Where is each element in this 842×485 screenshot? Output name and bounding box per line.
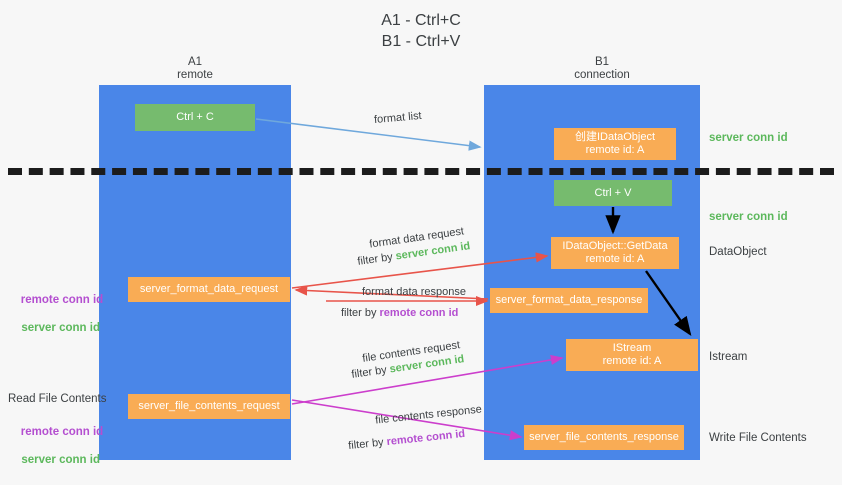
- edge-label-file-contents-response: file contents response: [374, 403, 483, 427]
- edge-label-format-data-response: format data response: [362, 286, 466, 298]
- filter-prefix: filter by: [350, 363, 391, 381]
- label-write-file-contents: Write File Contents: [709, 432, 807, 444]
- label-left-conn-ids-1: remote conn id server conn id: [8, 279, 104, 349]
- label-read-file-contents: Read File Contents: [8, 393, 107, 405]
- label-server-conn-id-1: server conn id: [21, 322, 100, 334]
- label-dataobject: DataObject: [709, 246, 767, 258]
- edge-label-format-list: format list: [373, 109, 423, 127]
- edge-label-format-data-response-filter: filter by remote conn id: [341, 306, 458, 320]
- filter-value: remote conn id: [385, 427, 466, 449]
- filter-value: remote conn id: [379, 307, 459, 319]
- edge-label-file-contents-response-filter: filter by remote conn id: [348, 427, 466, 453]
- label-server-conn-id-mid: server conn id: [709, 211, 788, 223]
- filter-prefix: filter by: [347, 436, 388, 453]
- node-server-format-data-response[interactable]: server_format_data_response: [490, 288, 648, 313]
- filter-prefix: filter by: [341, 307, 380, 319]
- node-server-file-contents-request[interactable]: server_file_contents_request: [128, 394, 290, 419]
- column-header-b1: B1 connection: [574, 56, 630, 81]
- column-header-a1: A1 remote: [177, 56, 213, 81]
- label-left-conn-ids-2: remote conn id server conn id: [8, 411, 104, 481]
- node-server-format-data-request[interactable]: server_format_data_request: [128, 277, 290, 302]
- node-server-file-contents-response[interactable]: server_file_contents_response: [524, 425, 684, 450]
- dashed-separator: [8, 168, 834, 175]
- label-server-conn-id-top: server conn id: [709, 132, 788, 144]
- label-istream: Istream: [709, 351, 748, 363]
- node-ctrl-c[interactable]: Ctrl + C: [135, 104, 255, 131]
- node-ctrl-v[interactable]: Ctrl + V: [554, 180, 672, 206]
- filter-prefix: filter by: [356, 250, 397, 268]
- node-idataobject-getdata[interactable]: IDataObject::GetData remote id: A: [551, 237, 679, 269]
- page-title: A1 - Ctrl+C B1 - Ctrl+V: [381, 12, 461, 50]
- label-server-conn-id-2: server conn id: [21, 454, 100, 466]
- node-istream[interactable]: IStream remote id: A: [566, 339, 698, 371]
- label-remote-conn-id-2: remote conn id: [20, 426, 104, 438]
- label-remote-conn-id-1: remote conn id: [20, 294, 104, 306]
- node-create-idataobject[interactable]: 创建IDataObject remote id: A: [554, 128, 676, 160]
